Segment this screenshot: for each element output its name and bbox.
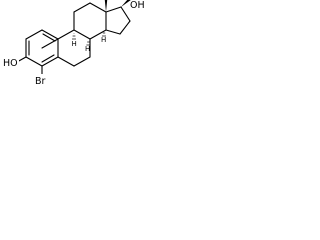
double-bond-inner (41, 54, 55, 63)
methyl-wedge-bond (104, 0, 108, 12)
bond (41, 29, 59, 40)
oh-wedge-bond (121, 0, 131, 7)
bond (73, 2, 91, 13)
ring-a (25, 29, 59, 67)
hashed-bond-c14 (102, 32, 106, 37)
label-background (34, 74, 51, 86)
bond (41, 56, 59, 67)
bond (89, 29, 107, 40)
bond (120, 6, 131, 22)
hashed-bond-c8 (72, 33, 76, 40)
bond (25, 56, 43, 67)
bond (105, 29, 121, 35)
stereo-hydrogen-c8: H (72, 40, 77, 48)
bond (57, 29, 75, 40)
double-bond-inner (42, 33, 56, 42)
bond (119, 20, 131, 35)
hydroxyl-label-ho: HO (3, 58, 18, 69)
bond (41, 38, 59, 49)
stereo-hydrogen-c14: H (101, 36, 106, 44)
bromine-label: Br (35, 76, 46, 87)
hydroxyl-label-oh: OH (130, 0, 145, 11)
bond (89, 2, 107, 13)
label-background (2, 56, 19, 68)
chemical-structure: HO Br OH H H H (2, 0, 145, 87)
bond (73, 56, 91, 67)
stereo-hydrogen-c9: H (85, 45, 90, 53)
hashed-bond-c9 (86, 41, 90, 46)
bond (105, 6, 122, 13)
ring-c (73, 2, 107, 40)
ring-d (105, 6, 131, 35)
bond (57, 56, 75, 67)
bond (73, 29, 91, 40)
ring-b (57, 29, 91, 67)
bond (25, 29, 43, 40)
